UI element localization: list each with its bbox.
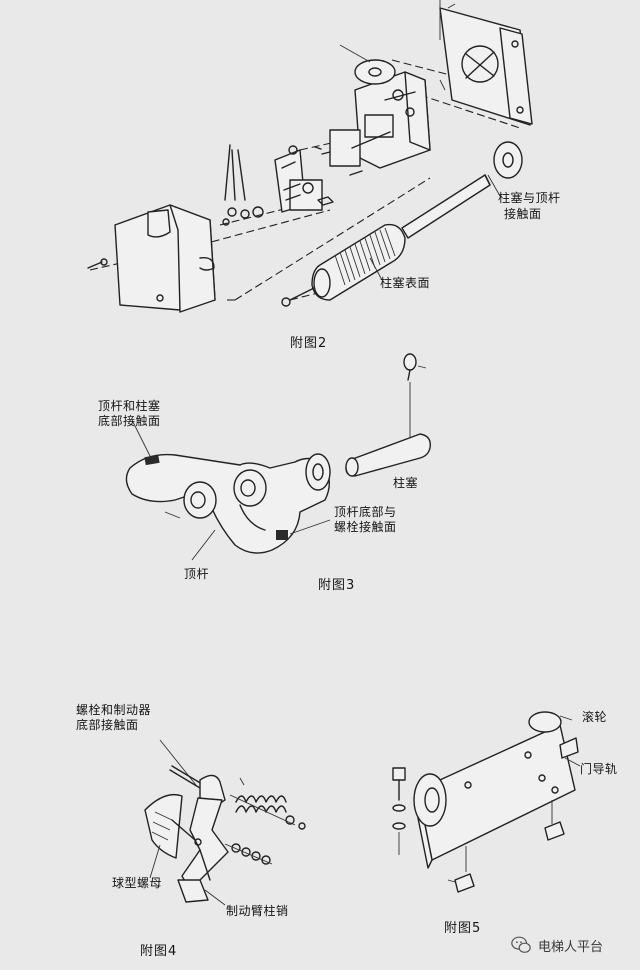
mounting-plate xyxy=(439,0,533,126)
plunger xyxy=(281,223,406,307)
caption-figure4: 附图4 xyxy=(140,944,178,959)
label-pushrod-bottom-bolt-2: 螺栓接触面 xyxy=(334,520,397,534)
caption-figure3: 附图3 xyxy=(318,578,356,593)
label-pushrod-plunger-bottom-1: 顶杆和柱塞 xyxy=(98,399,161,413)
label-pushrod-bottom-bolt-1: 顶杆底部与 xyxy=(334,505,397,519)
label-contact-plunger-pushrod-1: 柱塞与顶杆 xyxy=(498,191,561,205)
label-plunger-surface: 柱塞表面 xyxy=(380,276,431,290)
push-rod-shaft xyxy=(401,174,491,239)
caption-figure5: 附图5 xyxy=(444,921,482,936)
solenoid-bracket xyxy=(314,44,431,169)
watermark: 电梯人平台 xyxy=(510,934,603,956)
caption-figure2: 附图2 xyxy=(290,336,328,351)
label-contact-plunger-pushrod-2: 接触面 xyxy=(504,207,542,221)
label-door-guide-rail: 门导轨 xyxy=(580,762,618,776)
label-pushrod: 顶杆 xyxy=(184,567,210,581)
figure4-drawing xyxy=(144,739,306,906)
watermark-text: 电梯人平台 xyxy=(538,939,604,955)
roller-wheel xyxy=(493,141,523,179)
figure5-drawing xyxy=(392,711,581,893)
label-bolt-brake-1: 螺栓和制动器 xyxy=(76,703,152,717)
figure3-drawing xyxy=(125,353,431,561)
label-plunger: 柱塞 xyxy=(393,476,419,490)
label-brake-arm-pin: 制动臂柱销 xyxy=(226,904,289,918)
label-ball-nut: 球型螺母 xyxy=(112,876,163,890)
armature-assembly xyxy=(222,144,363,226)
label-pushrod-plunger-bottom-2: 底部接触面 xyxy=(98,414,161,428)
chat-bubble-icon xyxy=(511,936,531,953)
label-bolt-brake-2: 底部接触面 xyxy=(76,718,139,732)
solenoid-cover xyxy=(87,204,216,313)
label-roller: 滚轮 xyxy=(582,710,608,724)
